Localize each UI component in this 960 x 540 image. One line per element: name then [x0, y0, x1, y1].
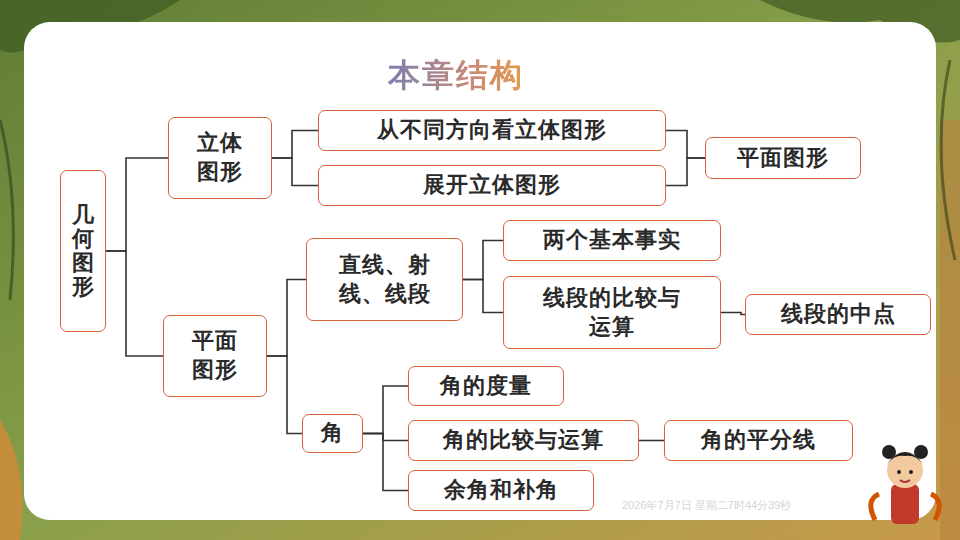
bracket-connector [463, 241, 503, 280]
topic-text: 角的比较与运算 [443, 426, 604, 455]
bracket-connector [666, 158, 705, 186]
topic-box: 余角和补角 [408, 470, 594, 511]
topic-box: 平面图形 [705, 137, 861, 179]
topic-box: 线段的比较与运算 [503, 276, 721, 349]
topic-box: 立体图形 [168, 117, 272, 199]
topic-box: 角 [302, 414, 363, 453]
bracket-connector [463, 280, 503, 313]
topic-text: 从不同方向看立体图形 [377, 116, 607, 145]
topic-text: 展开立体图形 [423, 171, 561, 200]
bracket-connector [363, 386, 408, 434]
bracket-connector [721, 313, 745, 315]
topic-box: 几何图形 [60, 170, 106, 332]
topic-box: 角的比较与运算 [408, 420, 639, 461]
topic-text: 两个基本事实 [543, 226, 681, 255]
bracket-connector [272, 158, 318, 186]
topic-text: 直线、射线、线段 [337, 251, 432, 308]
bracket-connector [363, 434, 408, 491]
chart-title: 本章结构 [388, 54, 524, 98]
topic-text: 线段的中点 [781, 300, 896, 329]
topic-text: 立体图形 [195, 129, 246, 186]
topic-box: 两个基本事实 [503, 220, 721, 261]
topic-box: 角的平分线 [664, 420, 853, 461]
bracket-connector [267, 356, 302, 434]
bracket-connector [267, 280, 306, 357]
bracket-connector [106, 251, 163, 356]
topic-text: 角的度量 [440, 372, 532, 401]
topic-text: 平面图形 [737, 144, 829, 173]
topic-text: 角的平分线 [701, 426, 816, 455]
bracket-connector [666, 131, 705, 159]
topic-text: 平面图形 [190, 327, 241, 384]
topic-box: 展开立体图形 [318, 165, 666, 206]
topic-box: 从不同方向看立体图形 [318, 110, 666, 151]
bracket-connector [363, 434, 408, 441]
bracket-connector [272, 131, 318, 159]
watermark: 2026年7月7日 星期二7时44分39秒 [622, 498, 791, 513]
topic-box: 平面图形 [163, 315, 267, 397]
topic-text: 线段的比较与运算 [543, 284, 682, 341]
bracket-connector [639, 440, 664, 442]
bracket-connector [106, 158, 168, 251]
topic-text: 几何图形 [72, 203, 94, 300]
character-figure [871, 445, 939, 524]
topic-box: 线段的中点 [745, 294, 931, 335]
topic-text: 余角和补角 [444, 476, 559, 505]
topic-box: 角的度量 [408, 366, 564, 406]
topic-text: 角 [321, 419, 344, 448]
topic-box: 直线、射线、线段 [306, 238, 463, 321]
